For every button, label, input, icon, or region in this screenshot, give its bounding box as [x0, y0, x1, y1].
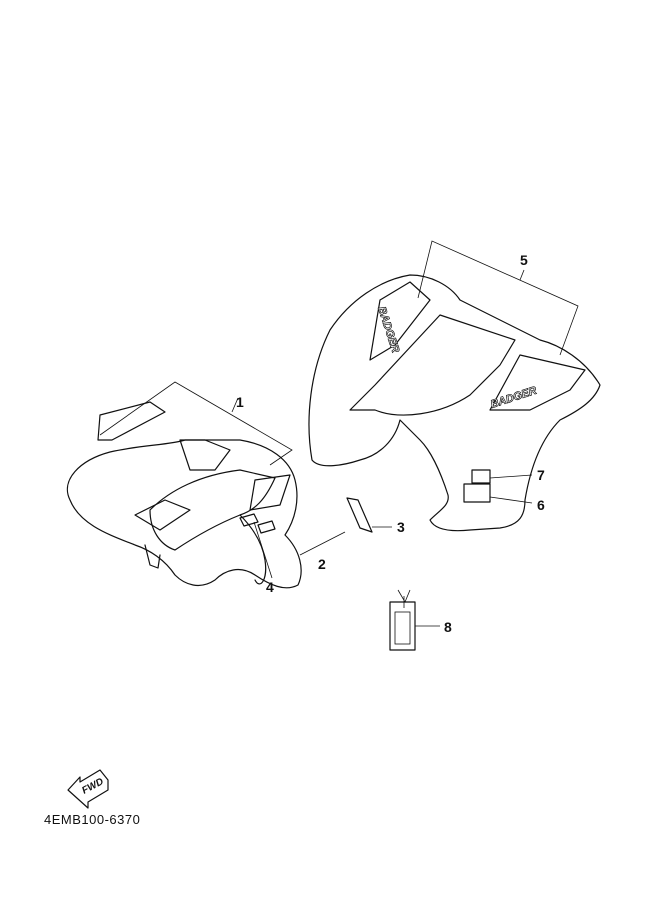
callout-5: 5 [520, 252, 528, 268]
badger-logo-side: BADGER [489, 385, 538, 411]
decal-3 [346, 497, 373, 533]
diagram-code: 4EMB100-6370 [44, 812, 141, 827]
decal-7 [471, 469, 491, 484]
callout-8: 8 [444, 619, 452, 635]
rear-fender: BADGER BADGER [308, 240, 601, 532]
callout-7: 7 [537, 467, 545, 483]
callout-1: 1 [236, 394, 244, 410]
decal-6 [463, 483, 491, 503]
callout-6: 6 [537, 497, 545, 513]
leader-lines [253, 474, 533, 627]
callout-2: 2 [318, 556, 326, 572]
fwd-arrow-icon: FWD [67, 769, 109, 809]
callout-4: 4 [266, 579, 274, 595]
tag-8 [389, 589, 416, 651]
front-fender [66, 381, 302, 589]
badger-logo-top: BADGER [375, 305, 401, 354]
callout-3: 3 [397, 519, 405, 535]
